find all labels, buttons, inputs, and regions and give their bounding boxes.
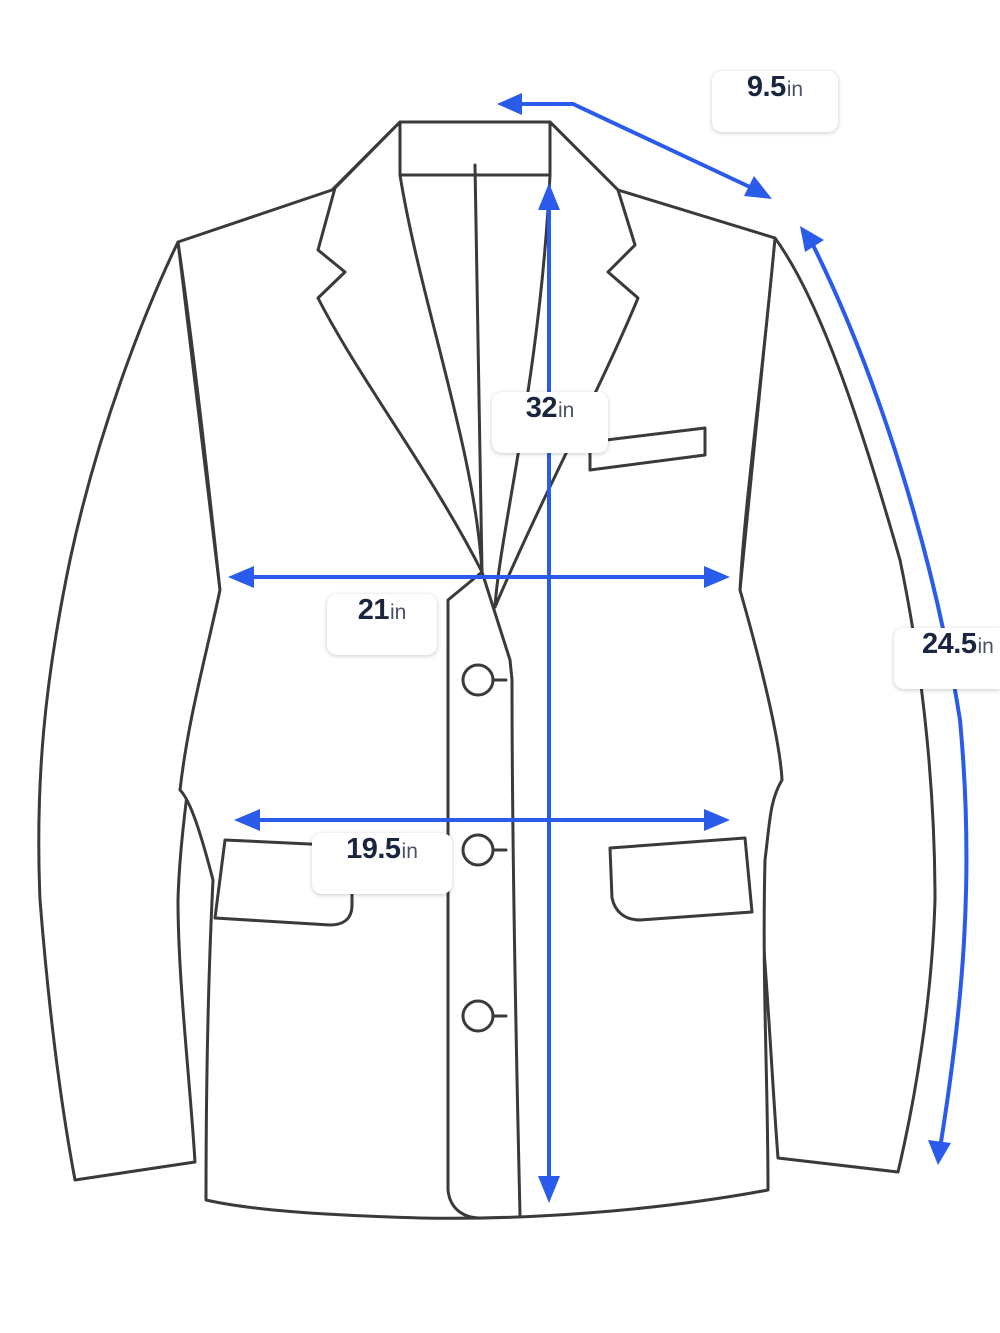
placket-seam <box>473 163 484 574</box>
length-unit: in <box>557 399 575 422</box>
front-opening-outline <box>480 570 522 1217</box>
waist-dimension-line <box>234 809 730 831</box>
length-value: 32 <box>525 392 558 424</box>
sleeve-measurement-badge: 24.5 in <box>894 628 1000 689</box>
waist-unit: in <box>401 840 418 863</box>
button-bottom <box>461 999 508 1033</box>
button-top <box>461 663 508 697</box>
length-dimension-line <box>538 183 560 1203</box>
sleeve-unit: in <box>977 635 994 658</box>
chest-measurement-badge: 21 in <box>327 594 437 655</box>
shoulder-value: 9.5 <box>746 71 786 103</box>
chest-unit: in <box>389 601 407 624</box>
waist-measurement-badge: 19.5 in <box>312 833 452 894</box>
sleeve-value: 24.5 <box>922 628 977 660</box>
sleeve-dimension-line <box>800 226 969 1165</box>
shoulder-unit: in <box>786 78 804 101</box>
front-edge-outline <box>446 570 484 1220</box>
right-lapel-outline <box>493 120 640 609</box>
chest-pocket-outline <box>588 426 707 472</box>
waist-value: 19.5 <box>346 833 401 865</box>
shoulder-dimension-line <box>497 93 772 199</box>
left-sleeve-outline <box>37 240 222 1182</box>
chest-value: 21 <box>357 594 390 626</box>
chest-dimension-line <box>228 566 730 588</box>
button-middle <box>461 833 508 867</box>
length-measurement-badge: 32 in <box>492 392 608 453</box>
right-flap-pocket-outline <box>608 836 754 922</box>
shoulder-measurement-badge: 9.5 in <box>712 71 838 132</box>
